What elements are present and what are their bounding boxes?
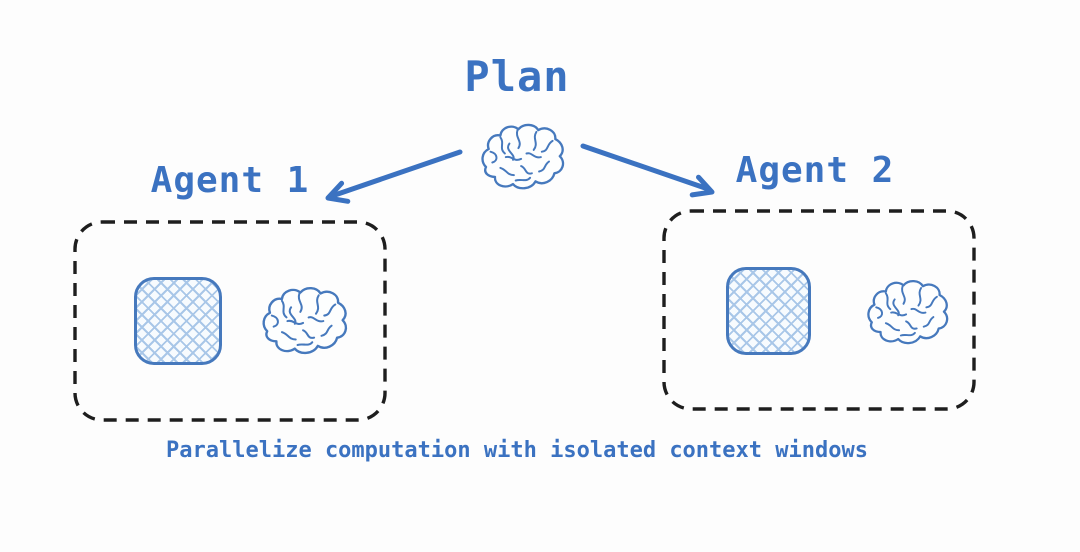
diagram-caption: Parallelize computation with isolated co… [166, 438, 868, 463]
plan-label: Plan [464, 52, 570, 101]
brain-icon [258, 285, 350, 359]
context-window-icon [134, 277, 222, 365]
brain-icon [863, 278, 951, 349]
agent-1-label: Agent 1 [150, 160, 310, 201]
arrow-to-agent-2-icon [580, 143, 715, 198]
brain-icon [477, 120, 567, 196]
agent-2-label: Agent 2 [735, 150, 895, 191]
context-window-icon [726, 267, 811, 355]
arrow-to-agent-1-icon [325, 149, 463, 204]
